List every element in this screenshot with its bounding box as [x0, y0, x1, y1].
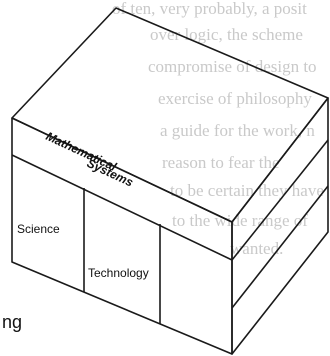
left-face-row-divider: [11, 154, 233, 261]
right-face-divider-bottom: [231, 185, 329, 309]
background-line: wanted.: [230, 239, 283, 258]
right-face-divider-top: [231, 139, 329, 261]
background-line: reason to fear the: [162, 153, 280, 172]
background-line: over logic, the scheme: [150, 25, 303, 44]
background-line: exercise of philosophy: [158, 89, 312, 108]
background-line: to be certain they have: [170, 181, 324, 200]
technology-label: Technology: [88, 266, 149, 280]
cube-right-face: [231, 97, 329, 355]
background-text: of ten, very probably, a posit over logi…: [112, 0, 324, 258]
background-line: compromise of design to: [148, 57, 317, 76]
science-label: Science: [17, 222, 60, 236]
background-line: a guide for the work, n: [160, 121, 315, 140]
background-line: to the wide range of: [172, 211, 308, 230]
stray-text: ng: [2, 312, 22, 332]
background-line: of ten, very probably, a posit: [112, 0, 307, 18]
